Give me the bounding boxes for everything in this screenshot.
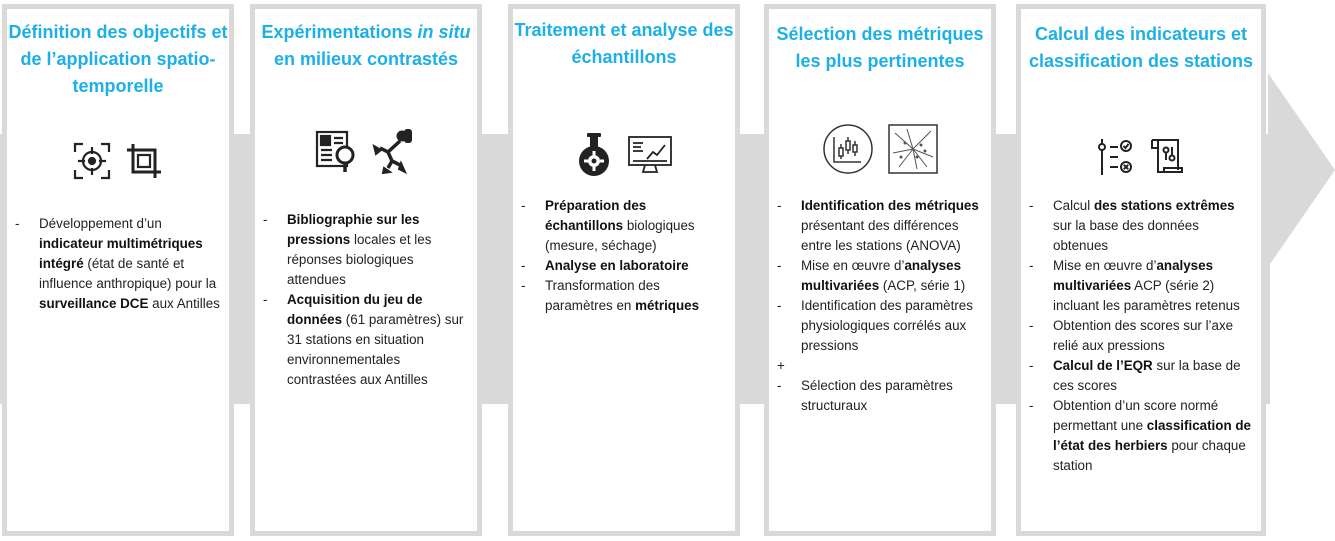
text-run: sur la base des données obtenues [1053,218,1199,253]
text-run: Développement d’un [39,216,162,231]
list-item: Préparation des échantillons biologiques… [513,196,727,256]
bold-text: Identification des métriques [801,198,979,213]
list-item: Identification des métriques présentant … [769,196,983,256]
text-run: sur la base de ces scores [1053,358,1241,393]
list-item: Sélection des paramètres structuraux [769,376,983,416]
text-run: Transformation des paramètres en [545,278,660,313]
text-run: aux Antilles [148,296,220,311]
panel-items: Bibliographie sur les pressions locales … [255,210,469,390]
list-item: Mise en œuvre d’analyses multivariées AC… [1021,256,1253,316]
bold-text: Calcul de l’EQR [1053,358,1153,373]
target-icon [72,141,112,181]
list-item: Bibliographie sur les pressions locales … [255,210,469,290]
flask-gear-icon [575,132,615,178]
bold-text: classification de l’état des herbiers [1053,418,1251,453]
panel-icons [1021,133,1261,181]
text-run: locales et les réponses biologiques atte… [287,232,432,287]
list-item: Analyse en laboratoire [513,256,727,276]
list-item: Acquisition du jeu de données (61 paramè… [255,290,469,390]
text-run: Sélection des métriques les plus pertine… [776,24,984,71]
text-run: Mise en œuvre d’ [801,258,905,273]
checklist-icon [1094,137,1136,177]
text-run: Traitement et analyse des échantillons [514,20,734,67]
panel-title: Sélection des métriques les plus pertine… [769,21,991,75]
panel-selection-metriques: Sélection des métriques les plus pertine… [764,4,996,536]
bold-text: analyses multivariées [801,258,962,293]
text-run: pour chaque station [1053,438,1246,473]
bold-text: Acquisition du jeu de données [287,292,423,327]
bold-text: Bibliographie sur les pressions [287,212,420,247]
text-run: en milieux contrastés [273,49,459,69]
plus-separator [769,356,983,376]
text-run: Définition des objectifs et de l’applica… [8,22,228,96]
monitor-chart-icon [627,135,673,175]
list-item: Calcul des stations extrêmes sur la base… [1021,196,1253,256]
diver-icon [372,128,418,174]
text-run: Mise en œuvre d’ [1053,258,1157,273]
panel-title: Traitement et analyse des échantillons [513,17,735,71]
panel-items: Calcul des stations extrêmes sur la base… [1021,196,1253,476]
bold-text: des stations extrêmes [1093,198,1235,213]
list-item: Identification des paramètres physiologi… [769,296,983,356]
text-run: (61 paramètres) sur 31 stations en situa… [287,312,464,387]
panel-icons [255,127,477,175]
text-run: (état de santé et influence anthropique)… [39,256,217,291]
text-run: Calcul [1053,198,1094,213]
crop-icon [124,141,164,181]
bold-text: Préparation des échantillons [545,198,647,233]
panel-icons [513,131,735,179]
list-item: Mise en œuvre d’analyses multivariées (A… [769,256,983,296]
text-run: Expérimentations [261,22,418,42]
scatter-plot-icon [887,123,939,175]
italic-text: in situ [417,22,471,42]
list-item: Obtention d’un score normé permettant un… [1021,396,1253,476]
panel-title: Définition des objectifs et de l’applica… [7,19,229,100]
panel-items: Identification des métriques présentant … [769,196,983,416]
text-run: Obtention des scores sur l’axe relié aux… [1053,318,1234,353]
panel-experimentations: Expérimentations in situ en milieux cont… [250,4,482,536]
list-item: Transformation des paramètres en métriqu… [513,276,727,316]
panel-definition-objectifs: Définition des objectifs et de l’applica… [2,4,234,536]
panel-calcul-indicateurs: Calcul des indicateurs et classification… [1016,4,1266,536]
text-run: Sélection des paramètres structuraux [801,378,953,413]
panel-icons [7,137,229,185]
text-run: ACP (série 2) incluant les paramètres re… [1053,278,1240,313]
boxplot-icon [821,122,875,176]
list-item: Obtention des scores sur l’axe relié aux… [1021,316,1253,356]
research-document-icon [314,128,360,174]
panel-items: Préparation des échantillons biologiques… [513,196,727,316]
text-run: Calcul des indicateurs et classification… [1028,24,1254,71]
panel-icons [769,122,991,176]
panel-title: Expérimentations in situ en milieux cont… [255,19,477,73]
bold-text: Analyse en laboratoire [545,258,689,273]
bold-text: analyses multivariées [1053,258,1214,293]
list-item: Développement d’un indicateur multimétri… [7,214,221,314]
panel-title: Calcul des indicateurs et classification… [1021,21,1261,75]
panel-traitement-analyse: Traitement et analyse des échantillons [508,4,740,536]
bold-text: indicateur multimétriques intégré [39,236,203,271]
list-item: Calcul de l’EQR sur la base de ces score… [1021,356,1253,396]
panel-items: Développement d’un indicateur multimétri… [7,214,221,314]
text-run: présentant des différences entre les sta… [801,218,961,253]
bold-text: surveillance DCE [39,296,149,311]
text-run: Obtention d’un score normé permettant un… [1053,398,1219,433]
bold-text: métriques [635,298,700,313]
scroll-icon [1148,136,1188,178]
text-run: Identification des paramètres physiologi… [801,298,973,353]
text-run: biologiques (mesure, séchage) [545,218,695,253]
text-run: (ACP, série 1) [879,278,966,293]
